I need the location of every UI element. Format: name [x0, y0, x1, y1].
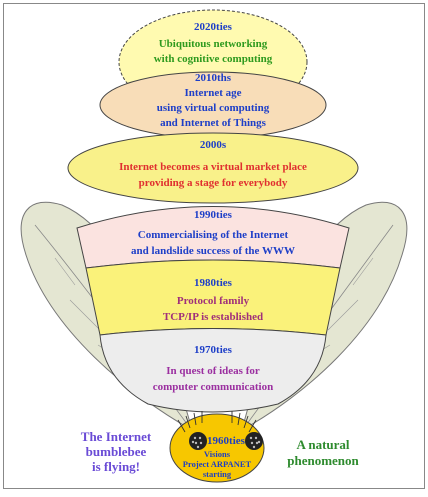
era-band — [99, 328, 327, 413]
left-caption-line: bumblebee — [86, 444, 147, 459]
right-caption: A natural phenomenon — [287, 437, 359, 468]
era-decade: 2000s — [200, 139, 227, 151]
antennae-rays-icon — [177, 411, 257, 433]
era-description-line: Protocol family — [177, 295, 250, 307]
era-description-line: providing a stage for everybody — [139, 177, 288, 189]
era-1980ties: 1980ties Protocol family TCP/IP is estab… — [85, 259, 341, 336]
era-description-line: TCP/IP is established — [163, 311, 263, 323]
era-description-line: Commercialising of the Internet — [138, 229, 289, 241]
era-description-line: Internet becomes a virtual market place — [119, 161, 307, 173]
right-caption-line: A natural — [296, 437, 349, 452]
era-description-line: Project ARPANET — [183, 459, 252, 469]
right-compound-eye-icon — [245, 432, 263, 450]
bee-head — [169, 413, 265, 483]
era-description-line: with cognitive computing — [154, 53, 273, 65]
era-description-line: Visions — [204, 449, 231, 459]
era-description-line: and landslide success of the WWW — [131, 245, 295, 257]
era-description-line: In quest of ideas for — [166, 365, 260, 377]
era-description-line: and Internet of Things — [160, 117, 267, 129]
era-description-line: Internet age — [184, 87, 241, 99]
left-compound-eye-icon — [189, 432, 207, 450]
era-1960ties: 1960ties Visions Project ARPANET startin… — [169, 411, 265, 483]
era-decade: 2020ties — [194, 21, 233, 33]
era-description-line: using virtual computing — [157, 102, 270, 114]
era-description-line: computer communication — [153, 381, 273, 393]
era-band — [67, 132, 359, 204]
left-caption-line: The Internet — [81, 429, 152, 444]
era-decade: 1990ties — [194, 209, 233, 221]
right-caption-line: phenomenon — [287, 453, 359, 468]
era-1990ties: 1990ties Commercialising of the Internet… — [76, 206, 350, 269]
era-2000s: 2000s Internet becomes a virtual market … — [67, 132, 359, 204]
era-decade: 1960ties — [207, 435, 246, 447]
era-decade: 1970ties — [194, 344, 233, 356]
era-description-line: starting — [203, 469, 232, 479]
era-description-line: Ubiquitous networking — [159, 38, 268, 50]
left-caption: The Internet bumblebee is flying! — [81, 429, 152, 474]
left-caption-line: is flying! — [92, 459, 140, 474]
era-1970ties: 1970ties In quest of ideas for computer … — [99, 328, 327, 413]
era-decade: 2010ths — [195, 72, 232, 84]
era-decade: 1980ties — [194, 277, 233, 289]
era-2010ths: 2010ths Internet age using virtual compu… — [99, 71, 327, 139]
